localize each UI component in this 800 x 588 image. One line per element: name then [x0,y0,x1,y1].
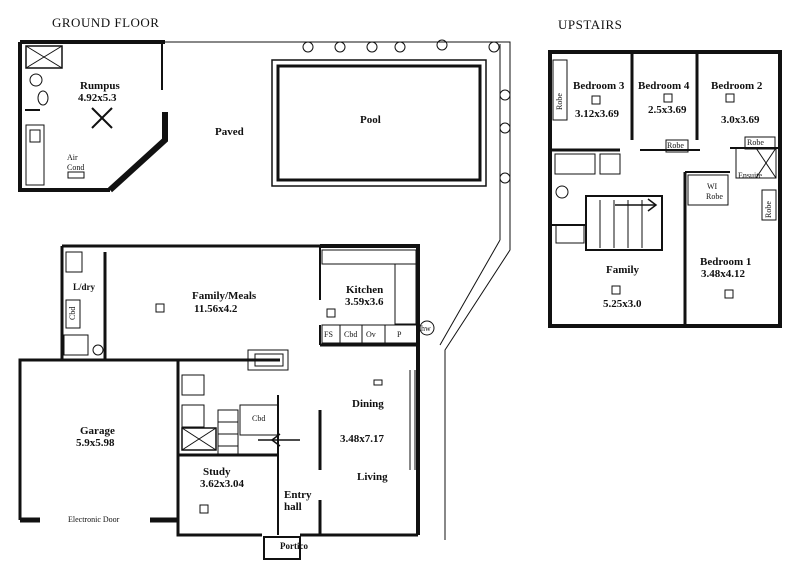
bedroom4-dimensions: 2.5x3.69 [648,104,687,116]
house-walls [18,244,420,537]
hall-fixtures [181,374,301,560]
bedroom1-label: Bedroom 1 [700,256,752,268]
laundry-cupboard-label: Cbd [68,306,77,320]
rumpus-dimensions: 4.92x5.3 [78,92,117,104]
ground-floor-plan [18,39,735,560]
bedroom2-label: Bedroom 2 [711,80,763,92]
paved-label: Paved [215,126,244,138]
entry-label: Entry [284,489,312,501]
pool-water [276,64,482,182]
pool-label: Pool [360,114,381,126]
family-meals-label: Family/Meals [192,290,257,302]
upstairs-outline [548,50,782,328]
dining-living-dimensions: 3.48x7.17 [340,433,384,445]
kitchen-benches [247,249,435,371]
air-cond-label-2: Cond [67,163,85,172]
bedroom2-robe-label: Robe [747,138,764,147]
bedroom2-dimensions: 3.0x3.69 [721,114,760,126]
kitchen-label: Kitchen [346,284,384,296]
living-label: Living [357,471,388,483]
oven-label: Ov [366,330,376,339]
upstairs-family-dimensions: 5.25x3.0 [603,298,642,310]
study-label: Study [203,466,231,478]
room-marker-icons [155,93,735,514]
bedroom1-robe-label: Robe [764,201,773,218]
garage-label: Garage [80,425,115,437]
entry-hall-label: hall [284,501,302,513]
bedroom3-label: Bedroom 3 [573,80,625,92]
wi-robe-label-1: WI [707,182,718,191]
bedroom4-robe-label: Robe [667,141,684,150]
bedroom3-dimensions: 3.12x3.69 [575,108,619,120]
garden-tree-icons [302,39,511,184]
dining-label: Dining [352,398,384,410]
ensuite-label: Ensuite [738,171,762,180]
upstairs-plan [548,50,782,328]
bedroom1-dimensions: 3.48x4.12 [701,268,745,280]
ground-floor-title: GROUND FLOOR [52,15,160,30]
laundry-fixtures [63,251,104,356]
rumpus-label: Rumpus [80,80,120,92]
rumpus-walls [18,40,168,193]
lot-boundary [20,41,511,540]
study-dimensions: 3.62x3.04 [200,478,244,490]
pantry-label: P [397,330,402,339]
laundry-label: L/dry [73,282,96,292]
portico-label: Portico [280,541,308,551]
fridge-space-label: FS [324,330,333,339]
upstairs-title: UPSTAIRS [558,17,623,32]
kitchen-cupboard-label: Cbd [344,330,358,339]
bedroom4-label: Bedroom 4 [638,80,690,92]
electronic-door-label: Electronic Door [68,515,120,524]
bedroom3-robe-label: Robe [555,93,564,110]
upstairs-family-label: Family [606,264,639,276]
pool-outline [271,59,487,187]
hot-water-label: hw [421,324,431,333]
ceiling-fan-icon [91,107,113,129]
garage-dimensions: 5.9x5.98 [76,437,115,449]
air-cond-label-1: Air [67,153,78,162]
side-path-line-2 [439,239,501,346]
kitchen-dimensions: 3.59x3.6 [345,296,384,308]
hall-cupboard-label: Cbd [252,414,266,423]
family-meals-dimensions: 11.56x4.2 [194,303,238,315]
wi-robe-label-2: Robe [706,192,723,201]
